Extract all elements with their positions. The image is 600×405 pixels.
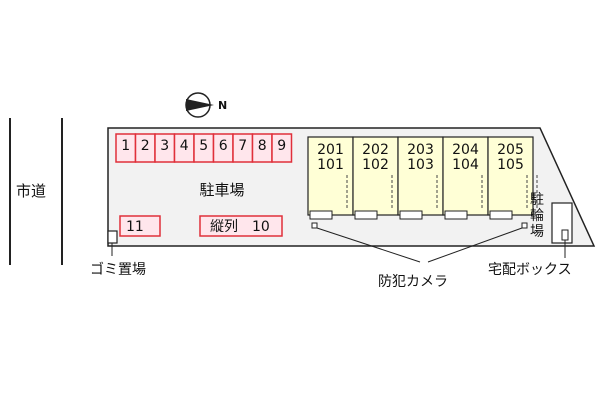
parking-space-number: 7 — [238, 138, 247, 154]
parking-space-number: 9 — [277, 138, 286, 154]
unit-upper-number: 203 — [407, 142, 434, 158]
parking-space-number: 6 — [219, 138, 228, 154]
parking-space-tandem — [199, 215, 283, 237]
delivery-box-icon — [561, 229, 569, 241]
unit-divider — [526, 175, 538, 209]
garbage-area — [107, 230, 118, 244]
parking-label: 駐車場 — [199, 181, 244, 199]
unit-entrance — [309, 210, 333, 220]
unit — [442, 136, 489, 216]
parking-space-11-label: 11 — [126, 219, 144, 235]
unit-upper-number: 201 — [317, 142, 344, 158]
road-label: 市道 — [16, 182, 46, 200]
parking-space-number: 4 — [180, 138, 189, 154]
unit-upper-number: 204 — [452, 142, 479, 158]
parking-space-number: 8 — [258, 138, 267, 154]
unit-lower-number: 105 — [497, 157, 524, 173]
unit — [397, 136, 444, 216]
unit-entrance — [444, 210, 468, 220]
camera-leader-right — [427, 227, 523, 263]
parking-space-number: 2 — [141, 138, 150, 154]
parking-space-11 — [119, 215, 161, 237]
compass-label: N — [218, 99, 227, 112]
unit — [487, 136, 534, 216]
parking-space-number: 3 — [160, 138, 169, 154]
parking-space-tandem-label: 縦列 10 — [210, 219, 270, 235]
unit-entrance — [489, 210, 513, 220]
parking-space — [271, 133, 293, 163]
bike-parking-label: 駐輪場 — [530, 192, 544, 240]
unit-lower-number: 104 — [452, 157, 479, 173]
camera-label: 防犯カメラ — [378, 274, 448, 290]
compass-icon: N — [185, 92, 227, 118]
parking-space-number: 1 — [121, 138, 130, 154]
unit — [352, 136, 399, 216]
unit-upper-number: 202 — [362, 142, 389, 158]
unit-upper-number: 205 — [497, 142, 524, 158]
garbage-label: ゴミ置場 — [90, 261, 146, 278]
unit-lower-number: 102 — [362, 157, 389, 173]
camera-leader-left — [316, 227, 421, 263]
camera-icon-right — [521, 222, 528, 229]
bike-parking-char: 駐 — [530, 192, 544, 208]
unit-lower-number: 103 — [407, 157, 434, 173]
delivery-box-label: 宅配ボックス — [488, 262, 572, 278]
bike-parking-char: 輪 — [530, 207, 544, 224]
unit-entrance — [399, 210, 423, 220]
bike-parking-char: 場 — [530, 224, 544, 240]
parking-space-number: 5 — [199, 138, 208, 154]
camera-icon-left — [311, 222, 318, 229]
unit-lower-number: 101 — [317, 157, 344, 173]
unit-entrance — [354, 210, 378, 220]
